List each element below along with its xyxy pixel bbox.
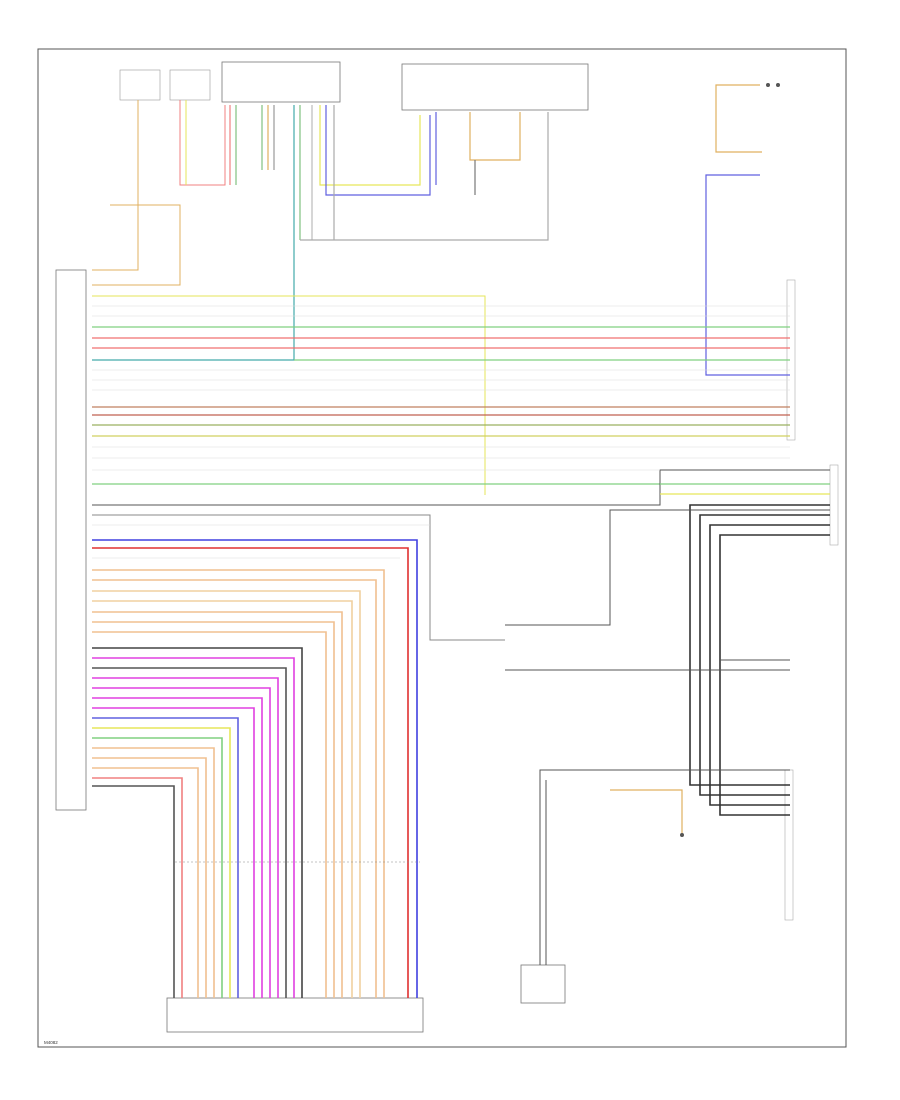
right-middle-wires: [505, 504, 830, 816]
top-connector-feeds: [92, 105, 431, 361]
top-left-switches: [119, 69, 211, 101]
switch-box-feeds: [300, 112, 549, 241]
diagram-frame: [37, 48, 847, 1048]
top-left-feeds: [92, 100, 226, 286]
bus-lines: [92, 295, 830, 641]
left-module-box: [55, 269, 87, 811]
bottom-sensor-box: [520, 964, 566, 1004]
right-connector-middle: [829, 464, 839, 546]
top-connector-box: [221, 61, 341, 103]
top-right-component: [705, 83, 790, 376]
footer-code: M4082: [44, 1040, 58, 1045]
top-switch-box: [401, 63, 589, 111]
bottom-connector-box: [166, 997, 424, 1033]
sensor-feed: [539, 769, 790, 965]
guide-lines: [92, 305, 790, 559]
bottom-wire-fan: [92, 539, 418, 998]
right-connector-lower: [784, 769, 794, 921]
